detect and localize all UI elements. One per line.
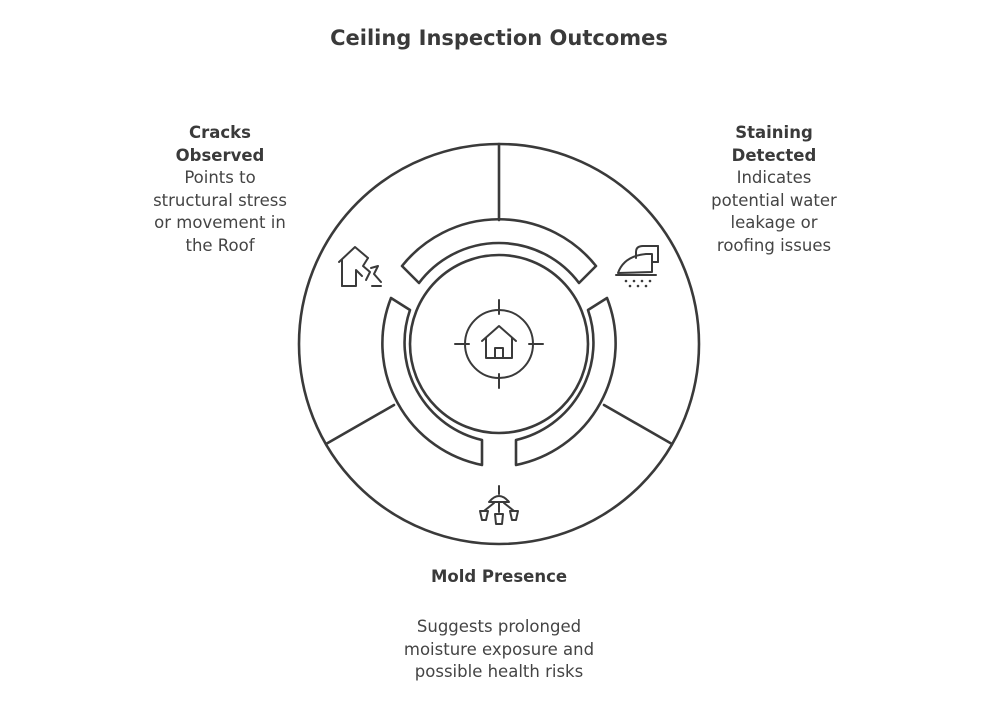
segment-description: or movement in — [154, 213, 286, 232]
segment-heading: Staining — [735, 123, 813, 142]
segment-description: possible health risks — [414, 662, 584, 681]
segment-heading: Cracks — [189, 123, 251, 142]
segment-staining-text: Staining Detected Indicates potential wa… — [684, 122, 864, 257]
segment-description: leakage or — [730, 213, 818, 232]
segment-description: Suggests prolonged — [416, 617, 582, 636]
diagram-title: Ceiling Inspection Outcomes — [330, 26, 668, 50]
divider-left — [324, 403, 396, 446]
shower-head-icon — [479, 485, 519, 525]
segment-description: Indicates — [736, 168, 812, 187]
segment-description: Points to — [184, 168, 256, 187]
center-circle — [408, 253, 590, 435]
house-target-icon — [454, 299, 544, 389]
inner-band-right — [514, 296, 617, 467]
iron-steam-icon — [615, 245, 659, 288]
segment-description: structural stress — [153, 190, 287, 210]
segment-heading: Detected — [731, 145, 817, 165]
segment-mold-heading: Mold Presence — [359, 566, 639, 589]
inner-band-left — [381, 296, 484, 467]
segment-heading: Mold Presence — [430, 567, 568, 586]
broken-house-icon — [338, 246, 382, 287]
segment-description: moisture exposure and — [403, 639, 595, 659]
segment-heading: Observed — [175, 145, 265, 165]
segment-description: potential water — [711, 190, 837, 210]
segment-description: the Roof — [185, 235, 255, 255]
divider-right — [602, 403, 674, 446]
inner-band-top — [400, 218, 598, 285]
segment-cracks-text: Cracks Observed Points to structural str… — [130, 122, 310, 257]
segment-mold-text: Suggests prolonged moisture exposure and… — [339, 616, 659, 684]
segment-description: roofing issues — [716, 235, 832, 255]
